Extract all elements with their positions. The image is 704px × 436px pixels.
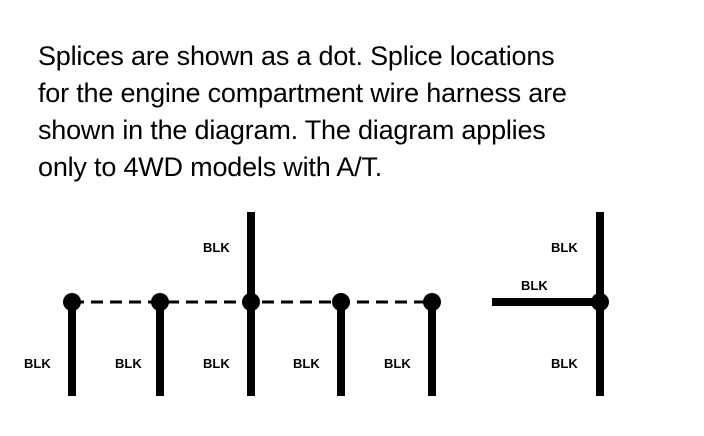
splice-dot [423,293,441,311]
description-line: Splices are shown as a dot. Splice locat… [38,41,555,71]
wire-label: BLK [551,240,578,255]
splice-dot [591,293,609,311]
wire-label: BLK [203,240,230,255]
wire-label: BLK [384,356,411,371]
description-line: for the engine compartment wire harness … [38,78,567,108]
wire-label: BLK [115,356,142,371]
description-line: shown in the diagram. The diagram applie… [38,115,546,145]
wire-label: BLK [293,356,320,371]
splice-dot [63,293,81,311]
description-text: Splices are shown as a dot. Splice locat… [38,38,678,186]
splice-dot [151,293,169,311]
wire-label: BLK [24,356,51,371]
wire-label: BLK [203,356,230,371]
wire-label: BLK [551,356,578,371]
splice-dot [242,293,260,311]
wire-label: BLK [521,278,548,293]
description-line: only to 4WD models with A/T. [38,152,383,182]
splice-dot [332,293,350,311]
